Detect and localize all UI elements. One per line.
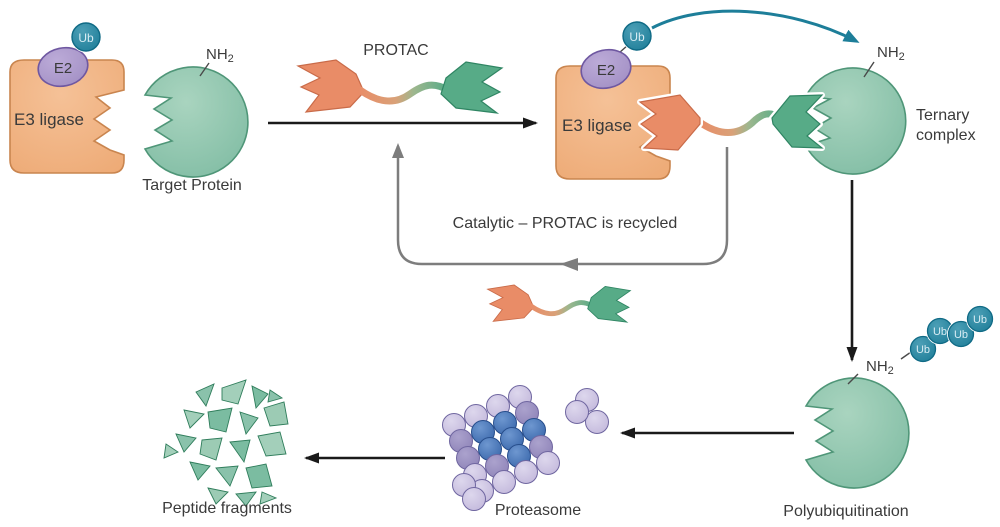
recycle-mid-arrowhead xyxy=(560,258,578,271)
ternary-complex-label-line1: Ternary xyxy=(916,107,969,124)
proteasome-group xyxy=(442,385,609,511)
peptide-shard xyxy=(257,431,287,457)
peptide-shard xyxy=(267,389,284,403)
ub-chain: Ub Ub Ub Ub xyxy=(909,305,994,363)
peptide-shard xyxy=(263,401,289,427)
ub-molecule-shape xyxy=(966,305,994,333)
e3-ligase-label: E3 ligase xyxy=(14,110,84,129)
target-protein-label: Target Protein xyxy=(142,177,242,194)
catalytic-label: Catalytic – PROTAC is recycled xyxy=(453,215,678,232)
protac-linker xyxy=(356,81,452,105)
e2-enzyme-shape xyxy=(37,46,89,88)
nh2-label: NH2 xyxy=(206,46,234,65)
proteasome-sphere xyxy=(462,487,486,511)
proteasome-sphere xyxy=(536,451,560,475)
ubiquitin-transfer-arrow xyxy=(651,9,860,43)
peptide-shard xyxy=(245,463,273,489)
peptide-shard xyxy=(183,409,205,429)
nh2-label: NH2 xyxy=(866,358,894,377)
recycle-loop: Catalytic – PROTAC is recycled xyxy=(392,143,729,322)
ub-label: Ub xyxy=(916,344,930,356)
target-protein-1: NH2 Target Protein xyxy=(142,46,249,194)
polyubiquitination-group: NH2 Ub Ub Ub Ub Polyubiquitination xyxy=(783,305,994,520)
protac-e3-binder xyxy=(296,59,365,113)
peptide-shard xyxy=(195,383,215,407)
proteasome-sphere xyxy=(514,460,538,484)
peptide-fragments-group xyxy=(163,379,289,507)
ternary-complex-group: Ub E2 E3 ligase NH2 Ternary complex xyxy=(555,9,976,180)
proteasome-sphere xyxy=(585,410,609,434)
peptide-shard xyxy=(207,487,229,505)
e2-label: E2 xyxy=(54,60,72,77)
protac-e3-binder xyxy=(638,94,701,151)
protac-target-binder xyxy=(771,94,824,149)
peptide-shard xyxy=(175,433,197,453)
peptide-shard xyxy=(215,465,239,487)
ub-chain-bond xyxy=(900,351,912,360)
proteasome-sphere xyxy=(492,470,516,494)
proteasome-sphere xyxy=(565,400,589,424)
peptide-shard xyxy=(199,437,223,461)
peptide-shard xyxy=(259,491,278,505)
nh2-connector xyxy=(847,373,859,385)
peptide-shard xyxy=(239,411,259,436)
nh2-connector xyxy=(863,61,875,78)
e2-enzyme-shape xyxy=(580,48,632,90)
ub-molecule-shape xyxy=(71,22,101,52)
peptide-shard xyxy=(163,443,179,459)
ub-molecule-shape xyxy=(947,320,975,348)
ternary-complex-label-line2: complex xyxy=(916,127,976,144)
peptide-shard xyxy=(207,407,233,433)
target-protein-shape xyxy=(805,377,910,489)
e3-ligase-label: E3 ligase xyxy=(562,116,632,135)
recycled-protac xyxy=(488,285,631,322)
ub-label: Ub xyxy=(973,314,987,326)
ub-label: Ub xyxy=(78,31,94,45)
ub-label: Ub xyxy=(954,329,968,341)
target-protein-shape xyxy=(804,67,907,175)
e2-label: E2 xyxy=(597,62,615,79)
protac-label: PROTAC xyxy=(363,42,428,59)
ub-molecule-shape xyxy=(909,335,937,363)
target-protein-shape xyxy=(144,66,249,178)
peptide-shard xyxy=(235,491,257,507)
ub-molecule-shape xyxy=(622,21,652,51)
nh2-connector xyxy=(199,62,210,77)
proteasome-label: Proteasome xyxy=(495,502,581,519)
peptide-shard xyxy=(221,379,247,405)
ub-label: Ub xyxy=(933,326,947,338)
protac-target-binder xyxy=(440,61,504,114)
nh2-label: NH2 xyxy=(877,44,905,63)
peptide-shard xyxy=(189,461,211,481)
peptide-shard xyxy=(229,439,251,464)
peptide-fragments-label: Peptide fragments xyxy=(162,500,292,517)
protac-molecule xyxy=(296,59,504,114)
ub-label: Ub xyxy=(629,30,645,44)
protac-linker xyxy=(694,110,784,136)
polyubiquitination-label: Polyubiquitination xyxy=(783,503,908,520)
peptide-shard xyxy=(251,385,269,410)
e3-ligase-complex-1: Ub E2 E3 ligase xyxy=(9,21,125,174)
